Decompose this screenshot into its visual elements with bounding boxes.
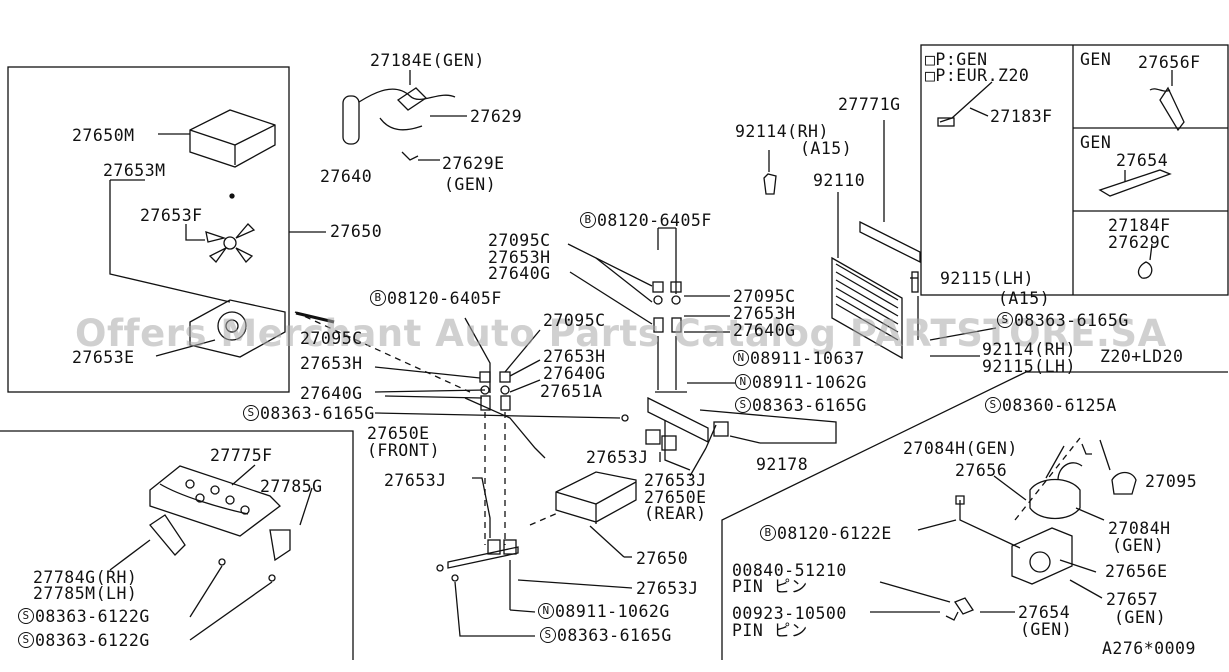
- label-27650E-front: 27650E: [367, 424, 430, 443]
- label-27640G-c: 27640G: [300, 384, 363, 403]
- label-27650M: 27650M: [72, 126, 135, 145]
- label-27653F: 27653F: [140, 206, 203, 225]
- label-27654-b: 27654: [1018, 603, 1071, 622]
- label-27775F: 27775F: [210, 446, 273, 465]
- label-27785M: 27785M(LH): [33, 584, 138, 603]
- label-27650-b: 27650: [636, 549, 689, 568]
- blower-motor: [189, 299, 286, 358]
- label-27640: 27640: [320, 167, 373, 186]
- label-92114: 92114(RH): [735, 122, 829, 141]
- shroud: [149, 465, 291, 562]
- label-27095C-a: 27095C: [488, 231, 551, 250]
- label-27629: 27629: [470, 107, 523, 126]
- label-27184F: 27184F: [1108, 216, 1171, 235]
- label-92115-b: 92115(LH): [982, 357, 1076, 376]
- label-27656F: 27656F: [1138, 53, 1201, 72]
- label-27653J-c: 27653J: [644, 471, 707, 490]
- label-27651A: 27651A: [540, 382, 603, 401]
- label-a15-b: (A15): [998, 289, 1051, 308]
- label-pin2: PIN ピン: [732, 621, 808, 640]
- amp-unit: [189, 109, 276, 168]
- fan: [205, 223, 256, 264]
- label-92178: 92178: [756, 455, 809, 474]
- label-gen-r2: GEN: [1080, 133, 1112, 152]
- label-op-gen: □P:GEN: [925, 50, 988, 69]
- label-gen2: (GEN): [1112, 536, 1165, 555]
- label-gen3: (GEN): [1114, 608, 1167, 627]
- label-27640G-a: 27640G: [488, 264, 551, 283]
- label-27653M: 27653M: [103, 161, 166, 180]
- label-a15: (A15): [800, 139, 853, 158]
- label-27656E: 27656E: [1105, 562, 1168, 581]
- label-rear: (REAR): [644, 504, 707, 523]
- options-frame: [920, 44, 1229, 296]
- label-27653J-b: 27653J: [586, 448, 649, 467]
- label-27650: 27650: [330, 222, 383, 241]
- label-gen: (GEN): [444, 175, 497, 194]
- diagram-code: A276*0009: [1102, 639, 1196, 658]
- label-27183F: 27183F: [990, 107, 1053, 126]
- label-27184E: 27184E(GEN): [370, 51, 485, 70]
- label-pin1: PIN ピン: [732, 577, 808, 596]
- label-27629C: 27629C: [1108, 233, 1171, 252]
- label-27785G: 27785G: [260, 477, 323, 496]
- label-27653J-d: 27653J: [636, 579, 699, 598]
- label-z20: Z20+LD20: [1100, 347, 1184, 366]
- label-27629E: 27629E: [442, 154, 505, 173]
- shroud-frame: [0, 430, 354, 660]
- blower-frame: [7, 66, 290, 393]
- label-92110: 92110: [813, 171, 866, 190]
- label-27095C-c: 27095C: [300, 329, 363, 348]
- label-27771G: 27771G: [838, 95, 901, 114]
- label-00923: 00923-10500: [732, 604, 847, 623]
- label-27653H-b: 27653H: [733, 304, 796, 323]
- label-27653J-a: 27653J: [384, 471, 447, 490]
- label-27650E-rear: 27650E: [644, 488, 707, 507]
- label-op-eur: □P:EUR.Z20: [925, 66, 1030, 85]
- label-27640G-d: 27640G: [543, 364, 606, 383]
- label-27656: 27656: [955, 461, 1008, 480]
- label-27657: 27657: [1106, 590, 1159, 609]
- label-92114-b: 92114(RH): [982, 340, 1076, 359]
- label-00840: 00840-51210: [732, 561, 847, 580]
- label-27653E: 27653E: [72, 348, 135, 367]
- label-27653H-d: 27653H: [543, 347, 606, 366]
- label-92115-lh: 92115(LH): [940, 269, 1034, 288]
- label-front: (FRONT): [367, 441, 441, 460]
- label-gen-r1: GEN: [1080, 50, 1112, 69]
- label-27653H-a: 27653H: [488, 248, 551, 267]
- receiver-drier: [342, 87, 456, 161]
- amp-unit-lower: [555, 471, 637, 524]
- label-27095C-d: 27095C: [543, 311, 606, 330]
- label-gen4: (GEN): [1020, 620, 1073, 639]
- mount-bracket: [645, 396, 729, 471]
- label-27095C-b: 27095C: [733, 287, 796, 306]
- label-27654: 27654: [1116, 151, 1169, 170]
- label-27084H-gen: 27084H(GEN): [903, 439, 1018, 458]
- watermark: Offers Merchant Auto Parts Catalog PARTS…: [75, 312, 1167, 355]
- label-27095: 27095: [1145, 472, 1198, 491]
- label-27653H-c: 27653H: [300, 354, 363, 373]
- radiator: [831, 220, 921, 360]
- label-27784G: 27784G(RH): [33, 568, 138, 587]
- label-27640G-b: 27640G: [733, 321, 796, 340]
- label-27084H: 27084H: [1108, 519, 1171, 538]
- solenoid-valve: [955, 478, 1081, 585]
